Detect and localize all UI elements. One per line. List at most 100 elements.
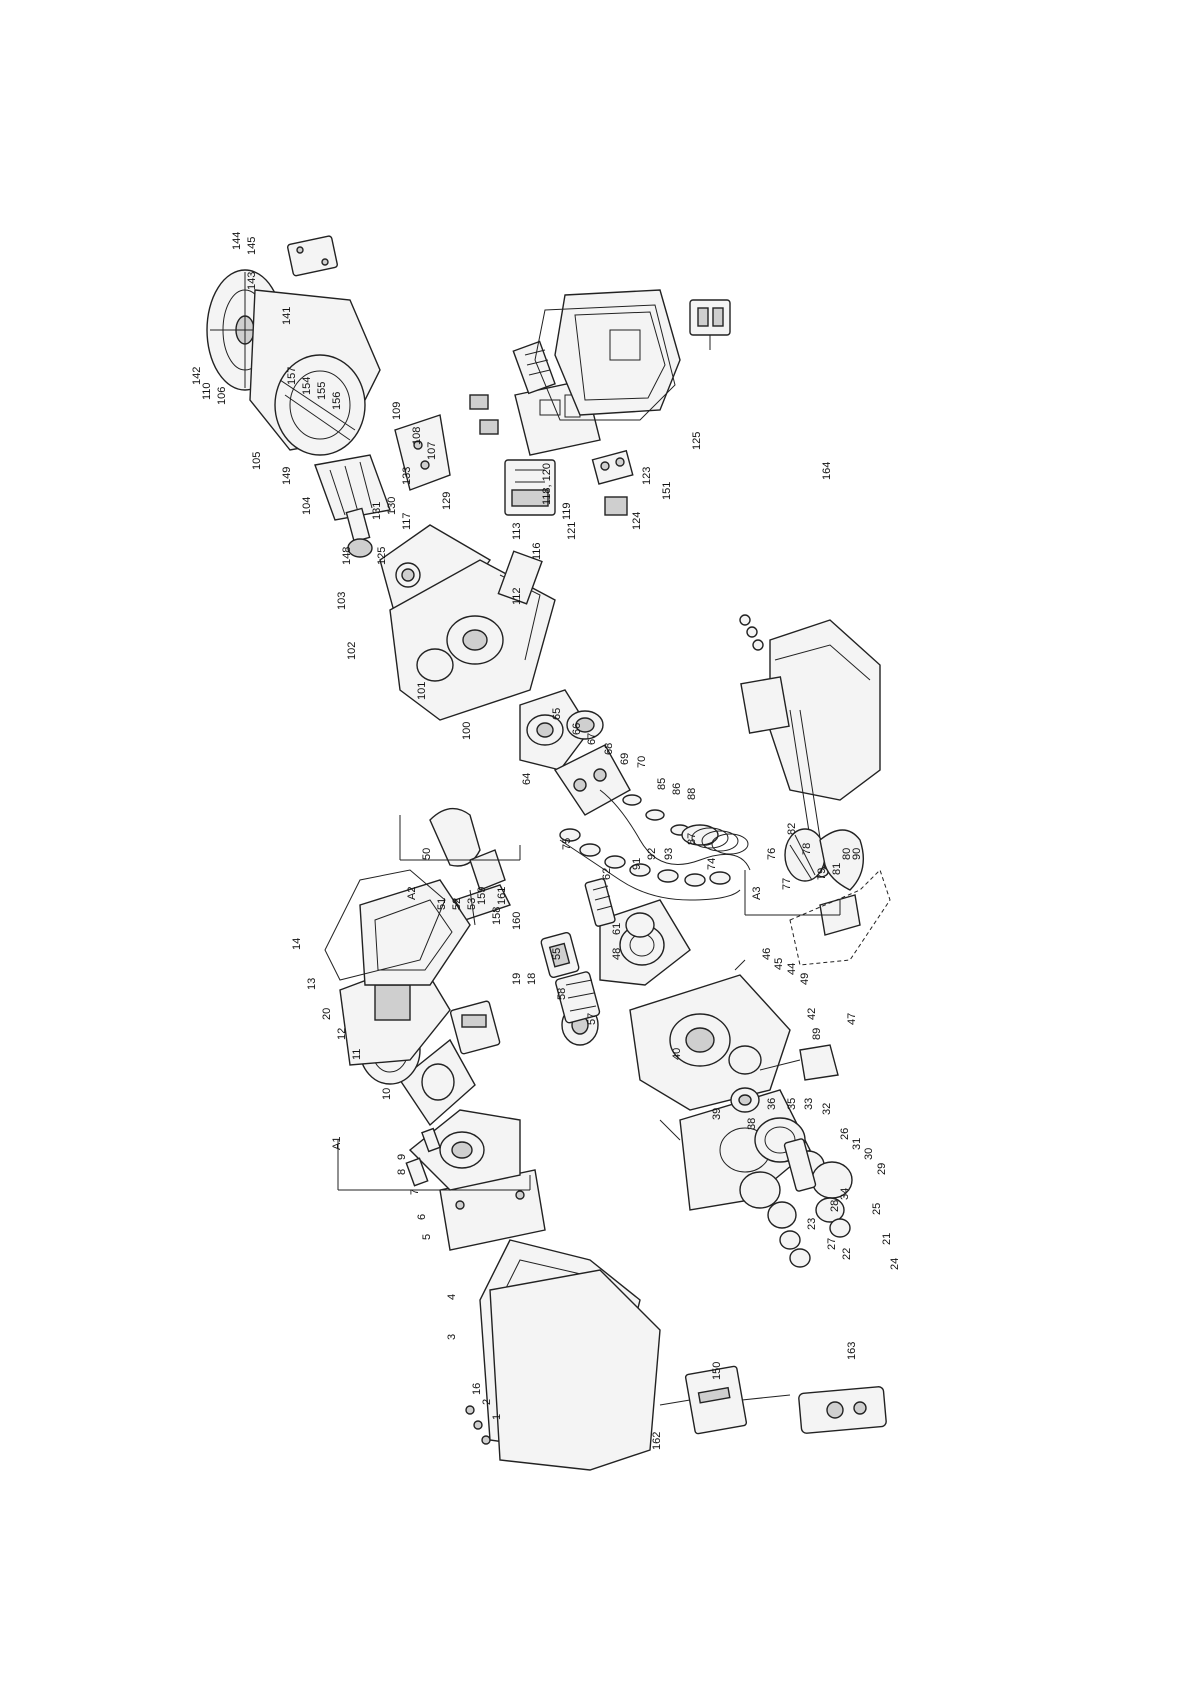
part-label-p25: 25 — [871, 1203, 883, 1215]
control-box-gasket — [534, 304, 676, 421]
part-label-p78: 78 — [801, 843, 813, 855]
gearbox-housing-lower — [629, 974, 791, 1111]
part-label-p160: 160 — [511, 912, 523, 930]
part-label-p144: 144 — [231, 232, 243, 250]
part-label-p85: 85 — [656, 778, 668, 790]
part-label-p20: 20 — [321, 1008, 333, 1020]
control-box-cover — [554, 289, 681, 416]
part-label-p24: 24 — [889, 1258, 901, 1270]
part-label-p121: 121 — [566, 522, 578, 540]
part-label-p123: 123 — [641, 467, 653, 485]
part-label-p49: 49 — [799, 973, 811, 985]
part-label-p6: 6 — [416, 1214, 428, 1220]
part-label-p102: 102 — [346, 642, 358, 660]
part-label-p58: 58 — [556, 988, 568, 1000]
part-label-p77: 77 — [781, 878, 793, 890]
part-label-p22: 22 — [841, 1248, 853, 1260]
pendant-control — [798, 1386, 887, 1434]
part-label-p64: 64 — [521, 773, 533, 785]
part-label-p40: 40 — [671, 1048, 683, 1060]
switch-plate — [591, 449, 634, 485]
part-label-p117: 117 — [401, 512, 413, 530]
chain-guide — [553, 744, 631, 816]
part-label-p150: 150 — [711, 1362, 723, 1380]
part-label-p162: 162 — [651, 1432, 663, 1450]
part-label-p61: 61 — [611, 923, 623, 935]
part-label-p80: 80 — [841, 848, 853, 860]
motor-rotor — [314, 454, 391, 543]
part-label-A2: A2 — [406, 887, 418, 900]
part-label-p116: 116 — [531, 542, 543, 560]
part-label-p12: 12 — [336, 1028, 348, 1040]
part-label-p74: 74 — [706, 858, 718, 870]
part-label-p119: 119 — [561, 502, 573, 520]
part-label-p53: 53 — [466, 898, 478, 910]
part-label-p154: 154 — [301, 377, 313, 395]
part-label-p11: 11 — [351, 1049, 363, 1060]
part-label-p9: 9 — [396, 1154, 408, 1160]
part-label-p156: 156 — [331, 392, 343, 410]
part-label-p164: 164 — [821, 462, 833, 480]
part-label-p148: 148 — [341, 547, 353, 565]
part-label-p50: 50 — [421, 848, 433, 860]
part-label-p92: 92 — [646, 848, 658, 860]
brake-rotor-housing — [339, 959, 451, 1066]
part-label-p112: 112 — [511, 587, 523, 605]
part-label-p27: 27 — [826, 1238, 838, 1250]
part-label-p1: 1 — [491, 1414, 503, 1420]
part-label-p125: 125 — [376, 547, 388, 565]
motor-cover-screws — [465, 1405, 491, 1445]
part-label-p141: 141 — [281, 307, 293, 325]
part-label-p109: 109 — [391, 402, 403, 420]
part-label-p76: 76 — [766, 848, 778, 860]
terminal-block — [394, 414, 451, 491]
part-label-p33: 33 — [803, 1098, 815, 1110]
part-label-p106: 106 — [216, 387, 228, 405]
part-label-A3: A3 — [751, 887, 763, 900]
gearbox-pins — [659, 959, 801, 1141]
part-label-p159: 159 — [476, 887, 488, 905]
part-label-p10: 10 — [381, 1088, 393, 1100]
relay-block — [504, 459, 556, 516]
part-label-p29: 29 — [876, 1163, 888, 1175]
gearbox-seal — [730, 1087, 760, 1113]
part-label-p57: 57 — [586, 1013, 598, 1025]
part-label-p151: 151 — [661, 482, 673, 500]
limit-switch-hook — [429, 807, 506, 891]
part-label-p79: 79 — [816, 868, 828, 880]
part-label-p2: 2 — [481, 1399, 493, 1405]
spring-buffer — [681, 824, 749, 855]
part-label-p8: 8 — [396, 1169, 408, 1175]
rectifier-module — [449, 1000, 501, 1055]
part-label-p67: 67 — [586, 733, 598, 745]
part-label-p105: 105 — [251, 452, 263, 470]
part-label-p86: 86 — [671, 783, 683, 795]
part-label-p39: 39 — [711, 1108, 723, 1120]
part-label-p125: 125 — [691, 432, 703, 450]
part-label-p51: 51 — [436, 898, 448, 910]
part-label-p129: 129 — [441, 492, 453, 510]
part-label-p7: 7 — [409, 1189, 421, 1195]
part-label-p38: 38 — [746, 1118, 758, 1130]
part-label-p149: 149 — [281, 467, 293, 485]
chain-drive-bearing — [625, 912, 655, 938]
part-label-p65: 65 — [551, 708, 563, 720]
part-label-p93: 93 — [663, 848, 675, 860]
part-label-p31: 31 — [851, 1138, 863, 1150]
part-label-p155: 155 — [316, 382, 328, 400]
part-label-p44: 44 — [786, 963, 798, 975]
brake-disc-assembly — [408, 1109, 521, 1191]
hook-dashed-outline — [789, 869, 891, 966]
part-label-p68: 68 — [603, 743, 615, 755]
part-label-p124: 124 — [631, 512, 643, 530]
part-label-p35: 35 — [786, 1098, 798, 1110]
part-label-p18: 18 — [526, 973, 538, 985]
part-label-p88: 88 — [686, 788, 698, 800]
bracket-a3 — [744, 870, 841, 916]
part-label-p161: 161 — [496, 887, 508, 905]
part-label-p91: 91 — [631, 858, 643, 870]
gear-shaft — [783, 1138, 817, 1192]
gearbox-main-housing — [389, 550, 556, 721]
